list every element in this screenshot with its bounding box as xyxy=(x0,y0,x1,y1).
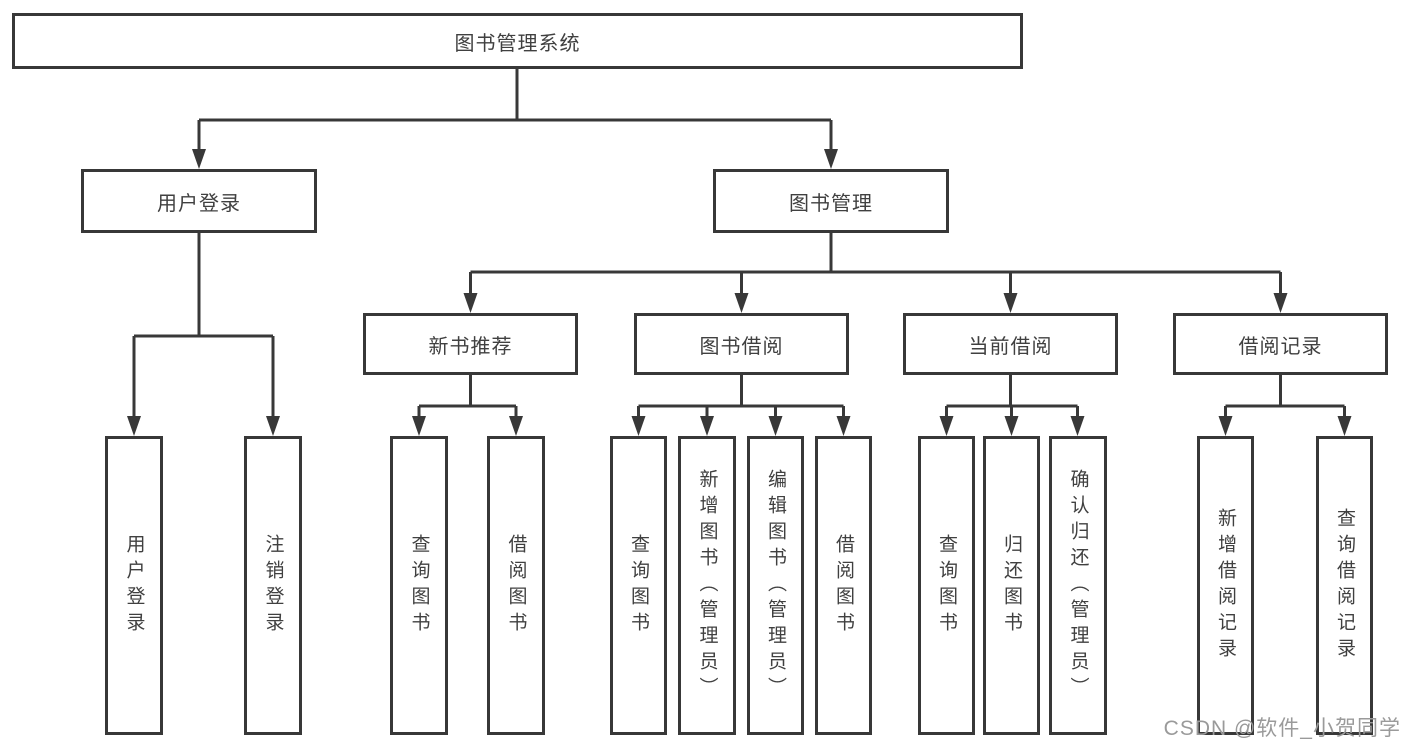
arrowhead-icon xyxy=(824,149,838,169)
leaf-return-books: 归还图书 xyxy=(983,436,1040,735)
node-label: 查询图书 xyxy=(936,533,957,638)
leaf-query-borrow-record: 查询借阅记录 xyxy=(1316,436,1373,735)
connector-user-login-branch xyxy=(132,233,275,417)
node-label: 图书管理 xyxy=(789,192,873,215)
node-label: 借阅记录 xyxy=(1238,335,1323,358)
node-current-borrow: 当前借阅 xyxy=(903,313,1118,375)
connector-new-book-branch xyxy=(417,375,518,417)
arrowhead-icon xyxy=(266,416,280,436)
arrowhead-icon xyxy=(631,416,646,436)
arrowhead-icon xyxy=(1337,416,1352,436)
node-user-login: 用户登录 xyxy=(81,169,317,233)
node-label: 用户登录 xyxy=(123,533,145,638)
node-new-book-recommend: 新书推荐 xyxy=(363,313,578,375)
arrowhead-icon xyxy=(1273,293,1288,313)
arrowhead-icon xyxy=(1218,416,1233,436)
node-label: 借阅图书 xyxy=(505,533,527,638)
leaf-query-books-recommend: 查询图书 xyxy=(390,436,448,735)
node-label: 图书管理系统 xyxy=(454,32,581,55)
node-root: 图书管理系统 xyxy=(12,13,1023,69)
node-book-management: 图书管理 xyxy=(713,169,949,233)
arrowhead-icon xyxy=(768,416,783,436)
leaf-add-books-admin: 新增图书（管理员） xyxy=(678,436,736,735)
arrowhead-icon xyxy=(836,416,851,436)
node-label: 借阅图书 xyxy=(833,533,854,638)
leaf-user-login: 用户登录 xyxy=(105,436,163,735)
node-label: 图书借阅 xyxy=(699,335,784,358)
connector-root-to-level2 xyxy=(197,69,833,150)
connector-book-mgmt-to-level3 xyxy=(469,233,1282,294)
leaf-logout: 注销登录 xyxy=(244,436,302,735)
node-label: 新书推荐 xyxy=(428,335,513,358)
node-label: 当前借阅 xyxy=(968,335,1053,358)
node-label: 查询图书 xyxy=(628,533,649,638)
arrowhead-icon xyxy=(1070,416,1085,436)
node-label: 查询图书 xyxy=(408,533,430,638)
leaf-edit-books-admin: 编辑图书（管理员） xyxy=(747,436,804,735)
connector-current-borrow-branch xyxy=(945,375,1079,417)
node-label: 确认归还（管理员） xyxy=(1067,468,1089,703)
leaf-borrow-books: 借阅图书 xyxy=(815,436,872,735)
leaf-query-books-borrow: 查询图书 xyxy=(610,436,667,735)
arrowhead-icon xyxy=(734,293,749,313)
node-label: 注销登录 xyxy=(262,533,284,638)
connector-borrow-record-branch xyxy=(1224,375,1346,417)
arrowhead-icon xyxy=(463,293,478,313)
node-label: 查询借阅记录 xyxy=(1334,507,1355,664)
arrowhead-icon xyxy=(192,149,206,169)
leaf-borrow-books-recommend: 借阅图书 xyxy=(487,436,545,735)
leaf-confirm-return-admin: 确认归还（管理员） xyxy=(1049,436,1107,735)
node-book-borrow: 图书借阅 xyxy=(634,313,849,375)
arrowhead-icon xyxy=(700,416,714,436)
arrowhead-icon xyxy=(509,416,523,436)
leaf-query-books-current: 查询图书 xyxy=(918,436,975,735)
node-borrow-records: 借阅记录 xyxy=(1173,313,1388,375)
arrowhead-icon xyxy=(412,416,426,436)
node-label: 归还图书 xyxy=(1001,533,1022,638)
node-label: 新增借阅记录 xyxy=(1215,507,1236,664)
connector-book-borrow-branch xyxy=(637,375,845,417)
node-label: 用户登录 xyxy=(157,192,241,215)
node-label: 新增图书（管理员） xyxy=(696,468,718,703)
arrowhead-icon xyxy=(1003,293,1018,313)
node-label: 编辑图书（管理员） xyxy=(765,468,786,703)
leaf-add-borrow-record: 新增借阅记录 xyxy=(1197,436,1254,735)
arrowhead-icon xyxy=(1004,416,1019,436)
arrowhead-icon xyxy=(939,416,954,436)
watermark: CSDN @软件_小贺同学 xyxy=(1163,717,1401,740)
arrowhead-icon xyxy=(127,416,141,436)
